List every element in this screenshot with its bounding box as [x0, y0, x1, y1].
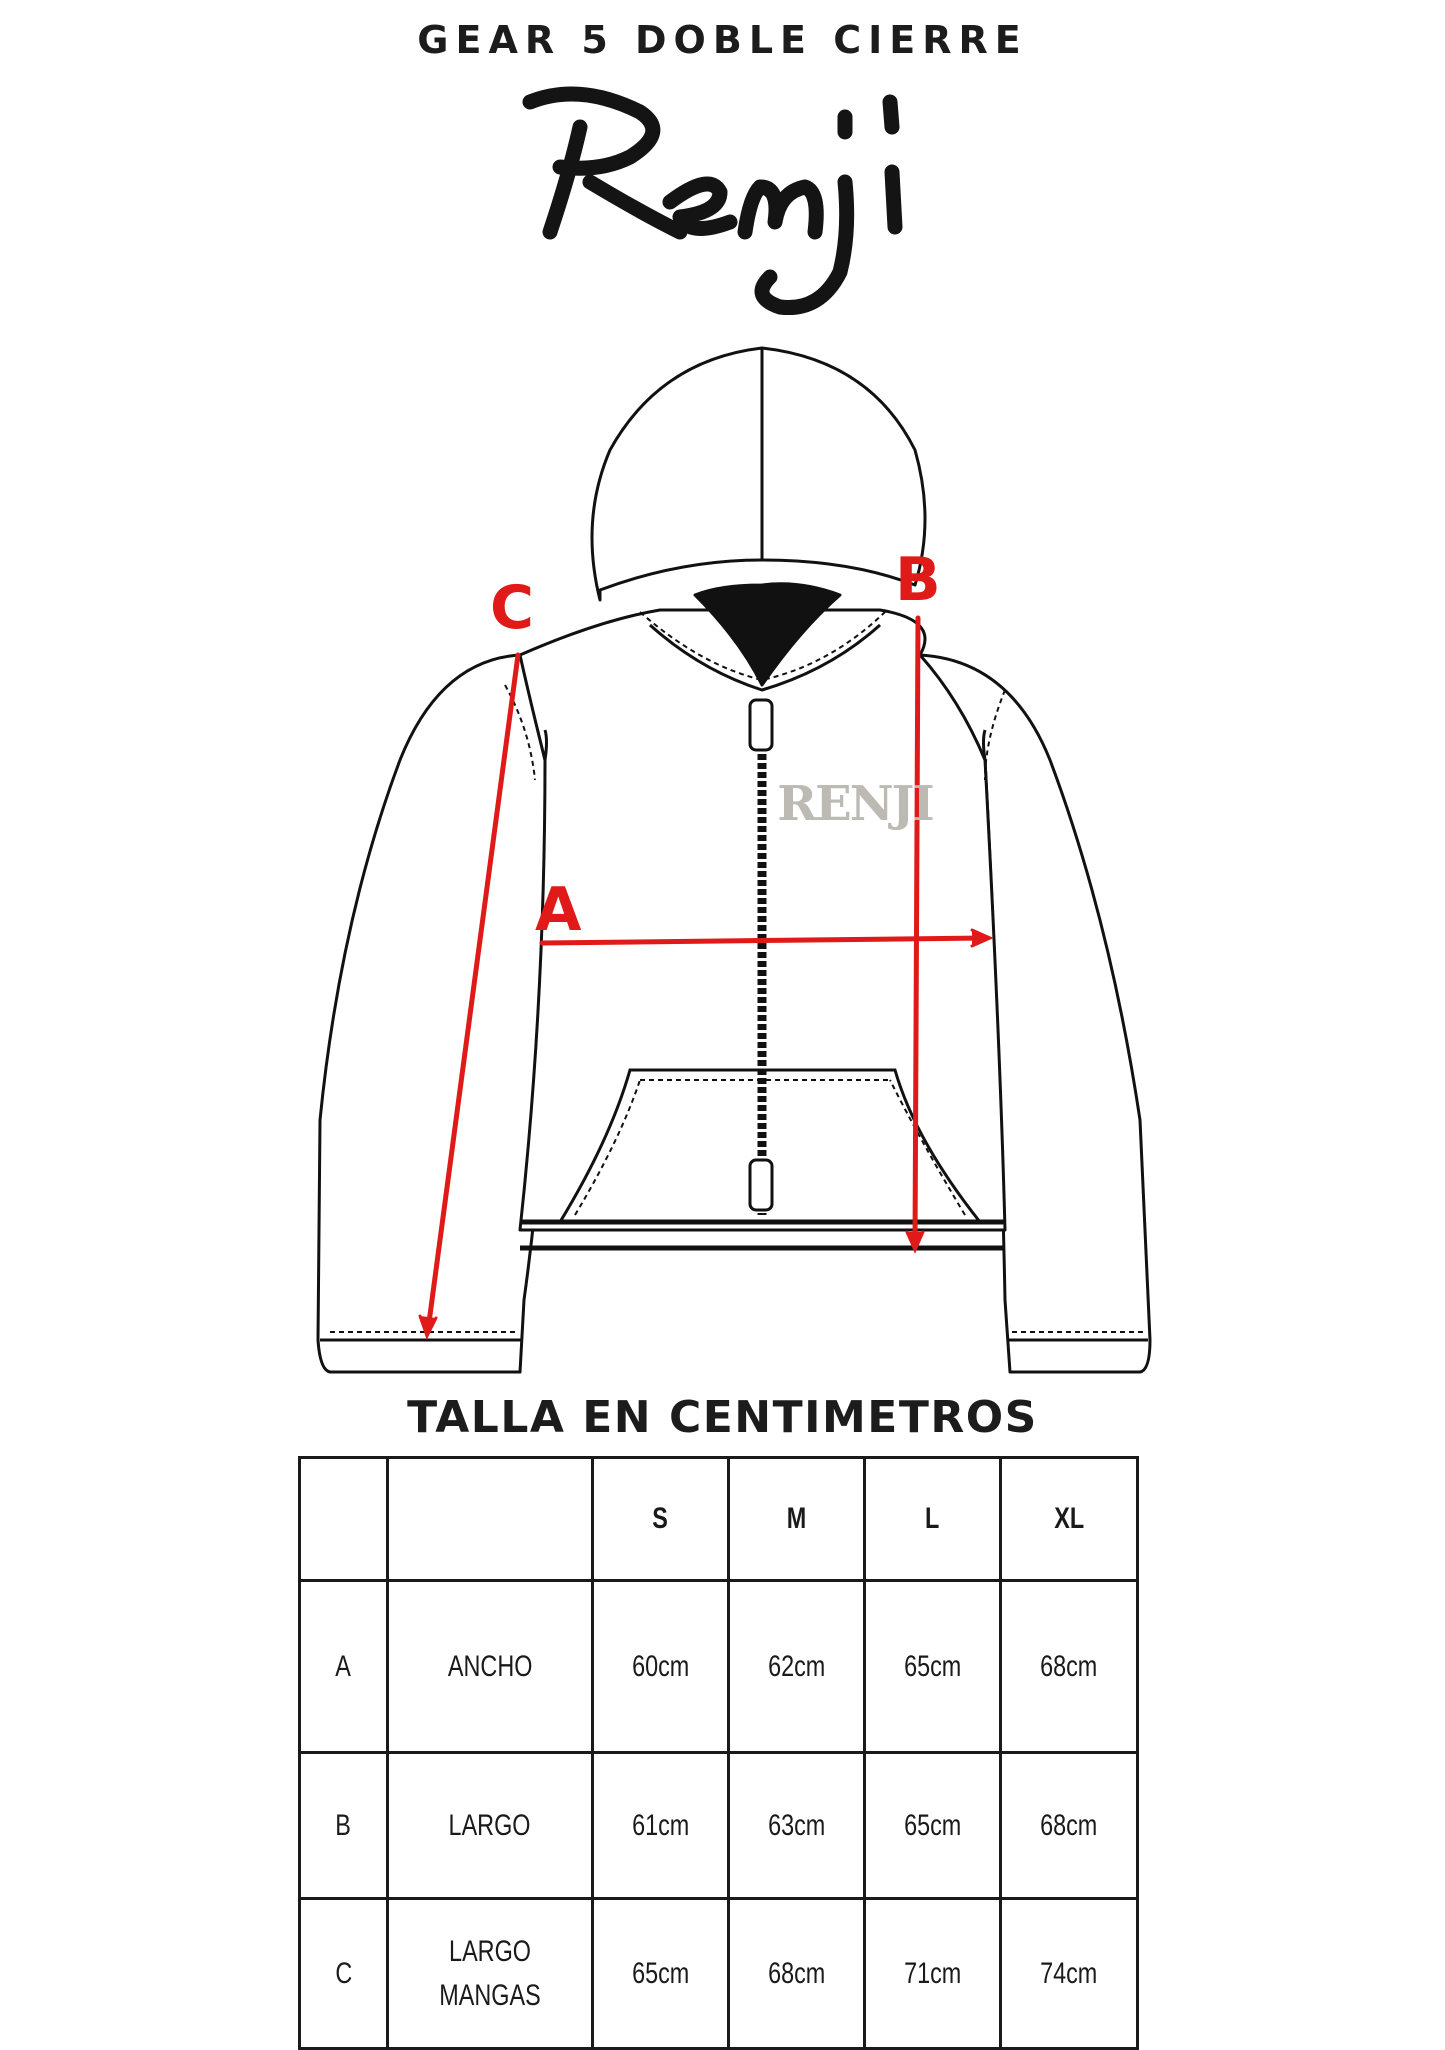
row-measure: ANCHO — [386, 1579, 594, 1754]
table-header-row: S M L XL — [298, 1456, 1139, 1582]
row-measure: LARGO MANGAS — [386, 1897, 594, 2050]
value-cell: 71cm — [863, 1897, 1002, 2050]
value-cell: 63cm — [727, 1751, 866, 1900]
value-cell: 65cm — [863, 1579, 1002, 1754]
header-cell-size: XL — [999, 1456, 1139, 1582]
page-title: GEAR 5 DOBLE CIERRE — [417, 18, 1028, 62]
value-cell: 60cm — [591, 1579, 730, 1754]
header-cell-size: L — [863, 1456, 1002, 1582]
header-cell-size: S — [591, 1456, 730, 1582]
row-code: C — [298, 1897, 389, 2050]
header-cell-size: M — [727, 1456, 866, 1582]
size-table: S M L XL A ANCHO 60cm 62cm 65cm 68cm B L… — [298, 1456, 1139, 2050]
value-cell: 62cm — [727, 1579, 866, 1754]
value-cell: 65cm — [863, 1751, 1002, 1900]
measure-label-a: A — [535, 875, 582, 945]
hoodie-diagram: A B C RENJI — [316, 346, 1152, 1374]
value-cell: 68cm — [999, 1751, 1139, 1900]
brand-logo — [522, 86, 903, 316]
chest-print: RENJI — [777, 776, 933, 832]
measure-label-c: C — [490, 573, 534, 643]
table-row: C LARGO MANGAS 65cm 68cm 71cm 74cm — [298, 1897, 1139, 2050]
value-cell: 74cm — [999, 1897, 1139, 2050]
table-row: A ANCHO 60cm 62cm 65cm 68cm — [298, 1579, 1139, 1754]
measure-label-b: B — [895, 545, 941, 615]
row-measure: LARGO — [386, 1751, 594, 1900]
header-cell — [386, 1456, 594, 1582]
value-cell: 61cm — [591, 1751, 730, 1900]
table-title: TALLA EN CENTIMETROS — [407, 1392, 1038, 1443]
value-cell: 65cm — [591, 1897, 730, 2050]
row-code: A — [298, 1579, 389, 1754]
row-code: B — [298, 1751, 389, 1900]
measure-arrows — [418, 615, 994, 1340]
value-cell: 68cm — [999, 1579, 1139, 1754]
value-cell: 68cm — [727, 1897, 866, 2050]
header-cell — [298, 1456, 389, 1582]
zipper — [748, 698, 774, 1215]
table-row: B LARGO 61cm 63cm 65cm 68cm — [298, 1751, 1139, 1900]
